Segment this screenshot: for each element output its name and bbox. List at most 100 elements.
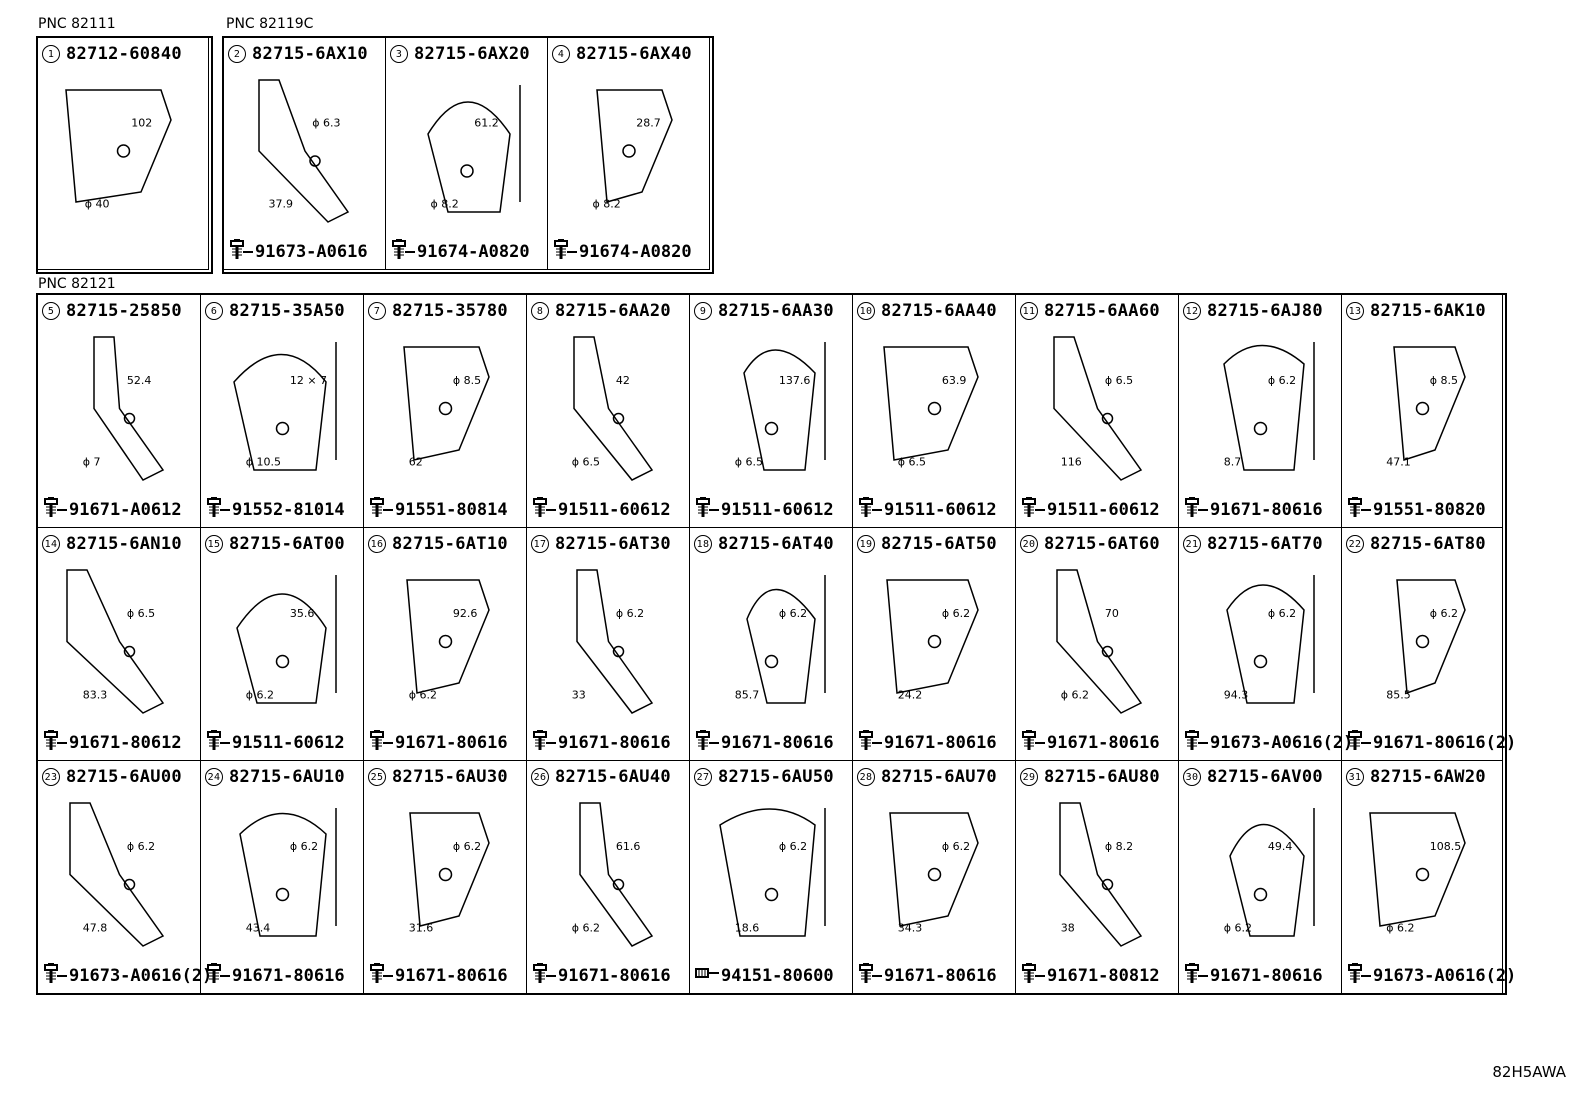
fastener: 91671-80616 [858,962,997,989]
fastener: 91552-81014 [206,496,345,523]
dimension-label: ϕ 6.5 [127,607,155,620]
dimension-label: ϕ 8.2 [431,198,459,211]
fastener: 91671-80616 [695,729,834,756]
group-label-82119c: PNC 82119C [226,16,314,32]
part-number: 82715-6AA20 [555,301,671,321]
group-box-82121 [36,293,1507,995]
fastener: 91673-A0616(2) [1347,962,1516,989]
part-drawing: 70ϕ 6.2 [1056,569,1143,714]
part-number: 82715-6AX20 [414,44,530,64]
bolt-icon [695,496,721,523]
fastener: 91671-80616 [206,962,345,989]
fastener-part-number: 91671-80616 [395,732,508,753]
part-number: 82715-25850 [66,301,182,321]
callout-number: 15 [205,535,223,553]
dimension-label: ϕ 6.5 [735,456,763,469]
dimension-label: 34.3 [898,922,923,935]
bolt-icon [1184,496,1210,523]
callout-number: 23 [42,768,60,786]
dimension-label: ϕ 6.2 [942,607,970,620]
fastener-part-number: 91551-80814 [395,499,508,520]
fastener-part-number: 91671-80812 [1047,965,1160,986]
callout-number: 18 [694,535,712,553]
bolt-icon [369,962,395,989]
bolt-icon [43,729,69,756]
part-drawing: ϕ 6.247.8 [69,802,165,947]
fastener: 91671-80616 [1184,496,1323,523]
dimension-label: 12 × 7 [290,374,327,387]
fastener: 91511-60612 [532,496,671,523]
part-drawing: 49.4 ϕ 6.2 [1224,808,1315,937]
part-number: 82715-6AX10 [252,44,368,64]
fastener-part-number: 91511-60612 [1047,499,1160,520]
dimension-label: 70 [1105,607,1119,620]
dimension-label: ϕ 8.2 [593,198,621,211]
part-number: 82715-35780 [392,301,508,321]
callout-number: 25 [368,768,386,786]
bolt-icon [858,496,884,523]
dimension-label: 47.8 [83,922,108,935]
callout-number: 29 [1020,768,1038,786]
dimension-label: 49.4 [1268,840,1293,853]
dimension-label: 61.6 [616,840,641,853]
fastener: 91671-80616 [1184,962,1323,989]
part-drawing: 35.6ϕ 6.2 [236,575,337,704]
fastener-part-number: 91671-80616 [558,965,671,986]
dimension-label: ϕ 6.2 [246,689,274,702]
callout-number: 13 [1346,302,1364,320]
callout-number: 11 [1020,302,1038,320]
fastener: 91671-80616 [858,729,997,756]
part-drawing: 63.9ϕ 6.5 [883,346,979,469]
fastener-part-number: 91671-80616 [395,965,508,986]
part-drawing: ϕ 6.285.5 [1386,579,1466,702]
fastener: 91674-A0820 [391,238,530,265]
fastener-part-number: 91671-80616 [232,965,345,986]
bolt-icon [1347,496,1373,523]
callout-number: 17 [531,535,549,553]
dimension-label: ϕ 6.2 [1224,922,1252,935]
fastener-part-number: 91671-80612 [69,732,182,753]
